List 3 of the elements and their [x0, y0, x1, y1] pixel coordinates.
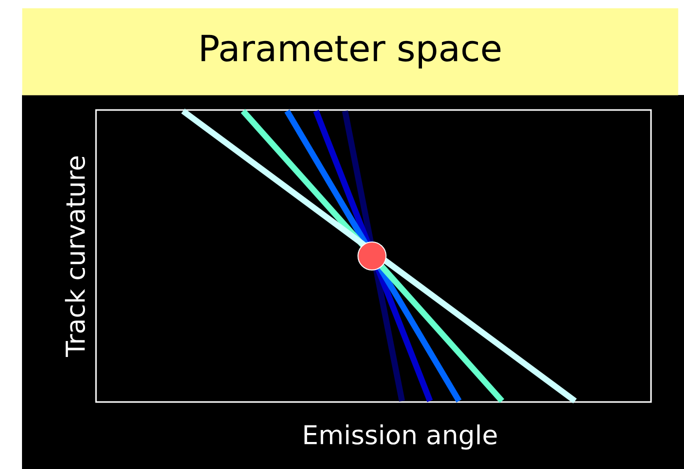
title-banner: Parameter space	[22, 8, 678, 96]
axis-label: Emission angle	[304, 424, 497, 450]
axis-label: Track curvature	[64, 156, 86, 358]
